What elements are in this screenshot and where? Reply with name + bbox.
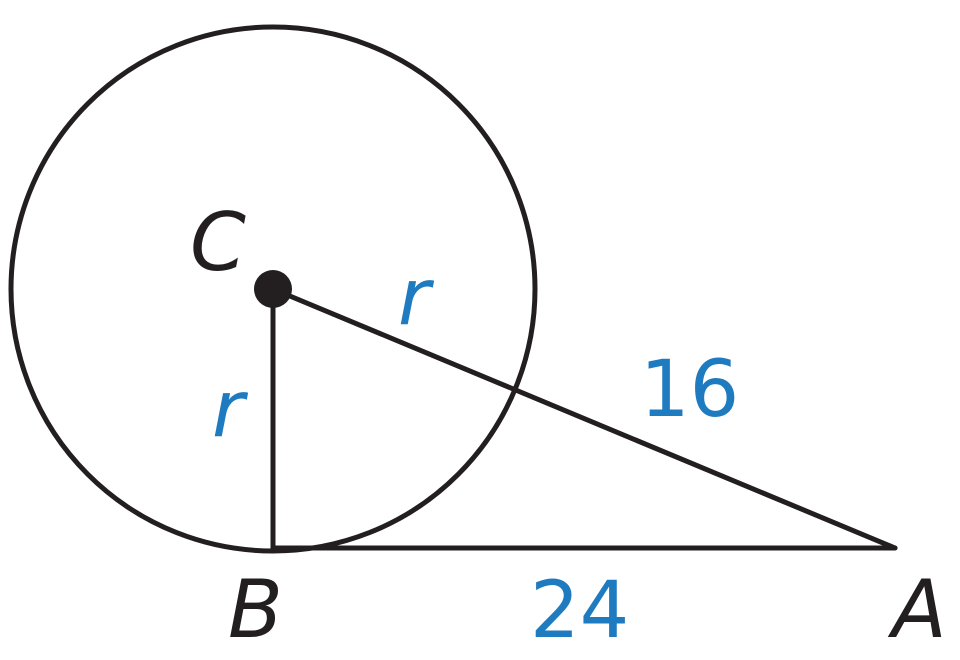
label-point-b: B (228, 563, 283, 656)
label-segment-16: 16 (640, 345, 739, 435)
segment-ca (270, 286, 898, 551)
circle-c (8, 24, 538, 554)
label-tangent-24: 24 (530, 566, 629, 656)
label-radius-hypotenuse: r (398, 253, 435, 343)
label-radius-vertical: r (212, 365, 249, 455)
center-point-dot (254, 270, 292, 308)
label-point-c: C (190, 196, 246, 289)
label-point-a: A (887, 563, 947, 656)
